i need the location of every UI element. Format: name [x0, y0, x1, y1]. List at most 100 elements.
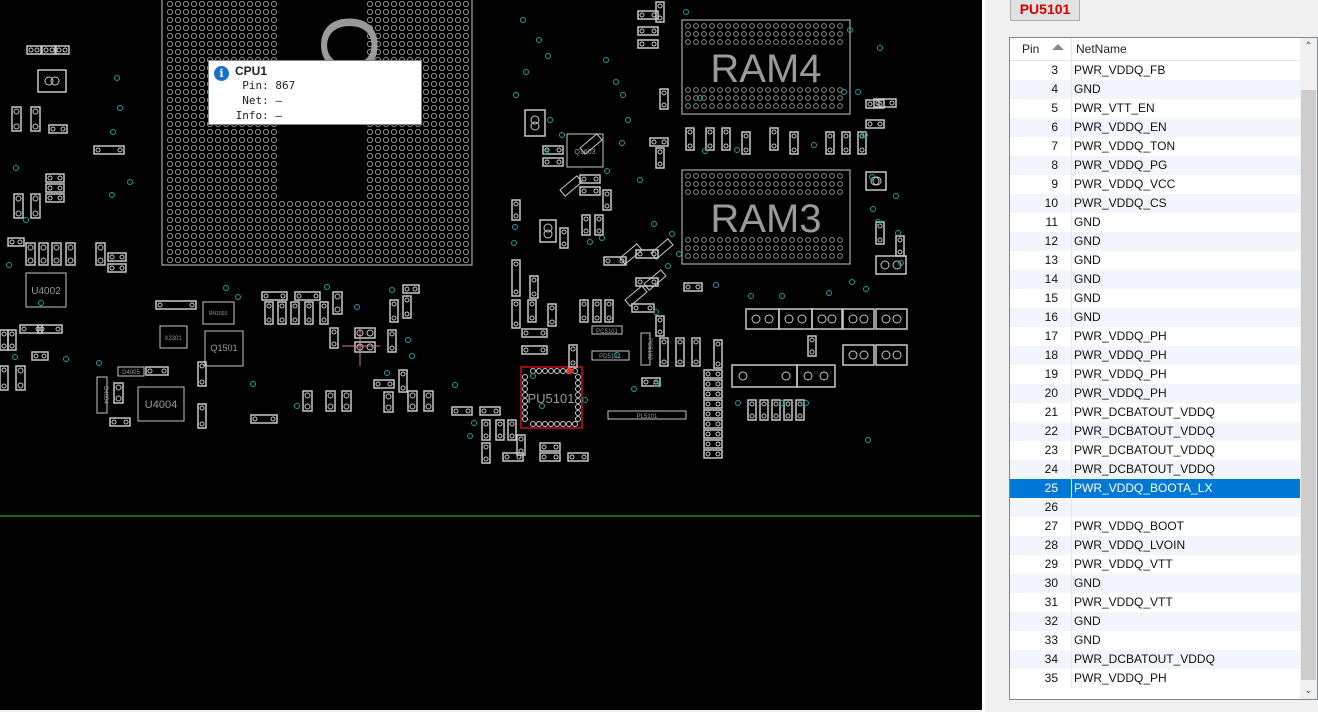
cell-divider [1071, 650, 1072, 669]
passive-component [643, 269, 667, 291]
bga-ball [430, 176, 438, 184]
via [653, 381, 659, 387]
bga-ball [430, 224, 438, 232]
pin-cell: 19 [1044, 367, 1058, 381]
bga-ball [366, 216, 374, 224]
passive-component [51, 242, 62, 266]
pad [657, 317, 663, 323]
scroll-up-icon[interactable]: ⌃ [1304, 41, 1313, 52]
column-header-netname[interactable]: NetName [1076, 42, 1127, 56]
bga-ball [398, 256, 406, 264]
bga-ball [454, 160, 462, 168]
cell-divider [1071, 441, 1072, 460]
via [748, 293, 754, 299]
pad [536, 421, 542, 427]
bga-ball [829, 189, 835, 195]
bga-ball [438, 224, 446, 232]
bga-ball [206, 136, 214, 144]
part-name-button[interactable]: PU5101 [1010, 0, 1080, 21]
bga-ball [390, 232, 398, 240]
passive-component [479, 406, 501, 416]
passive-component [521, 328, 548, 338]
column-header-pin[interactable]: Pin [1010, 38, 1072, 60]
bga-ball [390, 48, 398, 56]
bga-ball [262, 184, 270, 192]
via [734, 147, 740, 153]
pad [27, 257, 34, 264]
pad [594, 315, 600, 321]
bga-ball [829, 87, 835, 93]
bga-ball [214, 16, 222, 24]
bga-ball [278, 208, 286, 216]
pd5101 [591, 350, 630, 361]
bga-ball [166, 72, 174, 80]
bga-ball [374, 176, 382, 184]
bga-ball [789, 31, 795, 37]
vertical-scrollbar[interactable]: ⌃ ⌄ [1300, 38, 1317, 699]
bga-ball [358, 240, 366, 248]
ram3-label: RAM3 [710, 197, 821, 241]
bga-ball [206, 144, 214, 152]
table-row[interactable]: 26 [1010, 498, 1301, 517]
bga-ball [749, 103, 755, 109]
netname-cell: PWR_VDDQ_EN [1074, 120, 1167, 134]
pad [651, 279, 657, 285]
bga-ball [342, 224, 350, 232]
bga-ball [214, 248, 222, 256]
passive-component [641, 377, 661, 387]
pcb-canvas[interactable]: CPRAM4RAM3PU5101U4002U4004Q1501Q1603X230… [0, 0, 982, 710]
bga-ball [805, 39, 811, 45]
pad [375, 381, 381, 387]
bga-ball [693, 95, 699, 101]
bga-ball [757, 39, 763, 45]
passive-component [567, 452, 589, 462]
scrollbar-thumb[interactable] [1301, 90, 1316, 680]
bga-ball [198, 176, 206, 184]
pcb-board-view[interactable]: CPRAM4RAM3PU5101U4002U4004Q1501Q1603X230… [0, 0, 982, 710]
bga-ball [462, 160, 470, 168]
bga-ball [246, 192, 254, 200]
rn1503 [202, 301, 235, 325]
bga-ball [230, 176, 238, 184]
bga-ball [214, 160, 222, 168]
scroll-down-icon[interactable]: ⌄ [1304, 685, 1313, 696]
bga-ball [294, 200, 302, 208]
pad [723, 143, 729, 149]
passive-component [507, 419, 517, 441]
bga-ball [254, 240, 262, 248]
netname-cell: PWR_VDDQ_PH [1074, 386, 1167, 400]
